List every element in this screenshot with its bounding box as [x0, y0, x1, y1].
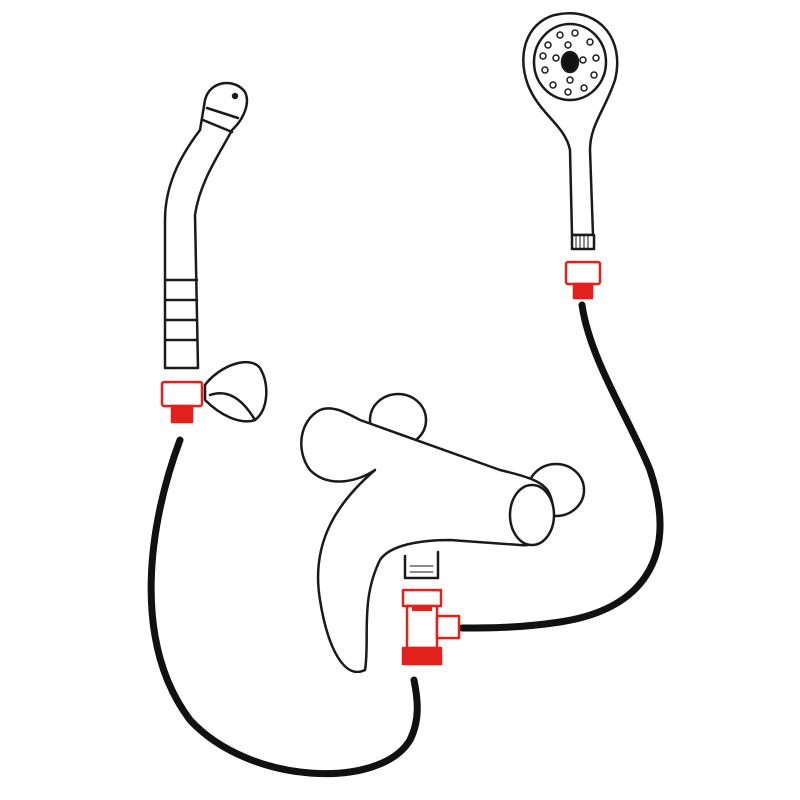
t-valve-icon — [401, 588, 461, 666]
wall-holder-icon — [203, 360, 268, 423]
mixer-faucet-icon — [300, 392, 586, 674]
right-hose — [458, 301, 664, 632]
bidet-sprayer-icon — [163, 81, 249, 370]
hand-shower-icon — [522, 12, 619, 251]
connector-icon — [160, 380, 204, 424]
connector-icon — [564, 260, 602, 300]
left-hose — [147, 436, 421, 778]
hose-icon — [147, 301, 664, 778]
